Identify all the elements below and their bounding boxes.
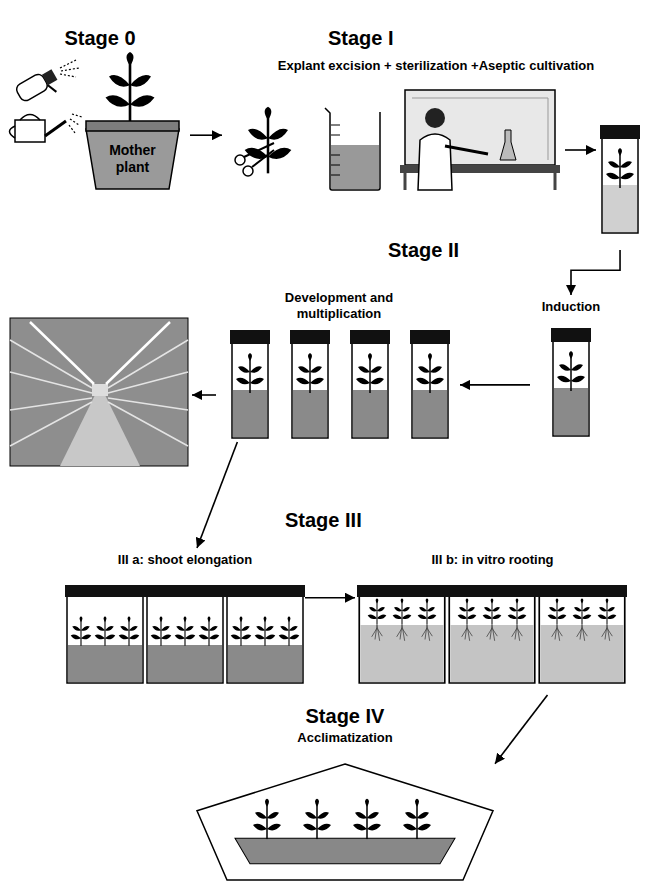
step-label: III b: in vitro rooting xyxy=(361,552,624,568)
plantlet xyxy=(296,353,324,393)
stage-heading: Stage IV xyxy=(201,704,489,728)
mother-plant xyxy=(106,52,155,122)
pot-label: Mother plant xyxy=(97,142,169,176)
donor-plant xyxy=(245,107,292,174)
worker-arm xyxy=(445,146,488,154)
flow-arrow xyxy=(190,134,222,136)
shoot xyxy=(231,616,252,645)
worker-body xyxy=(418,134,452,190)
flow-arrow xyxy=(571,250,620,295)
rooted-plantlet xyxy=(418,598,437,641)
flow-arrow xyxy=(495,695,548,764)
shoot xyxy=(151,616,172,645)
pot-body xyxy=(86,129,179,189)
rooted-plantlet xyxy=(573,598,592,641)
rooting-jar xyxy=(447,585,537,683)
rooted-plantlet xyxy=(598,598,617,641)
can-handle xyxy=(10,115,41,139)
pot-shape: Mother plant xyxy=(85,120,180,190)
beaker xyxy=(325,108,380,190)
shoot xyxy=(71,616,92,645)
ceiling-lights xyxy=(30,322,170,384)
scissors-ring xyxy=(243,166,253,176)
culture-tube xyxy=(290,330,330,438)
sterilant-liquid xyxy=(331,145,379,189)
acclimatized-plant xyxy=(353,799,381,840)
watering-can xyxy=(15,120,45,142)
shoot xyxy=(199,616,220,645)
rooted-plantlet xyxy=(368,598,387,641)
beaker-scale xyxy=(331,125,340,175)
step-panel: Development and multiplication xyxy=(218,286,460,442)
pentagon-outline xyxy=(195,762,495,882)
worker-head xyxy=(425,108,445,128)
rooted-plantlet xyxy=(393,598,412,641)
aisle-floor xyxy=(60,395,140,466)
rooted-plantlet xyxy=(458,598,477,641)
stage-heading: Stage I xyxy=(228,26,644,50)
flask xyxy=(500,130,516,160)
culture-tube xyxy=(551,328,591,436)
culture-tube xyxy=(350,330,390,438)
stage-panel: Stage 0 Mother plant xyxy=(10,20,190,200)
acclimatization-pentagon: Stage IV Acclimatization xyxy=(195,700,495,882)
shoot xyxy=(95,616,116,645)
greenhouse-outline xyxy=(197,764,493,880)
step-panel: III b: in vitro rooting xyxy=(355,548,630,695)
acclimatized-plant xyxy=(253,799,281,840)
step-label: Acclimatization xyxy=(201,730,489,746)
step-panel: Induction xyxy=(530,295,612,440)
shelves xyxy=(10,340,188,446)
step-label: Development and multiplication xyxy=(264,290,414,321)
scissors-blades xyxy=(244,143,274,167)
step-panel: III a: shoot elongation xyxy=(65,548,305,690)
step-label: Induction xyxy=(536,299,606,315)
flow-arrow xyxy=(305,597,355,599)
culture-jar xyxy=(65,585,145,683)
rooted-plantlet xyxy=(508,598,527,641)
rooted-plantlet xyxy=(548,598,567,641)
can-spout xyxy=(45,121,66,136)
stage-panel: Stage I Explant excision + sterilization … xyxy=(222,20,650,250)
acclimatized-plant xyxy=(403,799,431,840)
shoot xyxy=(175,616,196,645)
culture-tube xyxy=(230,330,270,438)
stage-heading: Stage III xyxy=(285,508,362,532)
plantlet xyxy=(557,351,585,391)
culture-tube xyxy=(410,330,450,438)
spray-trigger xyxy=(48,83,56,94)
pot-rim xyxy=(86,121,179,131)
rooted-plantlet xyxy=(483,598,502,641)
growth-room-photo xyxy=(10,318,188,466)
culture-jar xyxy=(225,585,305,683)
shoot xyxy=(119,616,140,645)
soil-tray xyxy=(235,838,455,863)
flow-arrow xyxy=(197,442,237,548)
scissors-ring xyxy=(235,155,245,165)
spray-mist xyxy=(60,60,79,77)
rooting-jar xyxy=(357,585,447,683)
plantlet xyxy=(416,353,444,393)
acclimatized-plant xyxy=(303,799,331,840)
back-wall xyxy=(92,384,108,396)
step-arrow xyxy=(565,149,596,151)
spray-head xyxy=(42,69,58,85)
shoot xyxy=(255,616,276,645)
plantlet xyxy=(236,353,264,393)
step-label: III a: shoot elongation xyxy=(71,552,299,568)
flow-arrow xyxy=(460,384,530,386)
step-description: Explant excision + sterilization +Asepti… xyxy=(228,58,644,74)
culture-tube xyxy=(600,125,640,233)
spray-bottle xyxy=(14,67,62,109)
water-drops xyxy=(69,114,82,133)
stage-heading: Stage 0 xyxy=(16,26,184,50)
plantlet xyxy=(356,353,384,393)
culture-jar xyxy=(145,585,225,683)
step-arrow xyxy=(192,394,216,396)
explant xyxy=(606,148,634,188)
rooting-jar xyxy=(537,585,627,683)
shoot xyxy=(279,616,300,645)
stage-heading: Stage II xyxy=(388,238,459,262)
